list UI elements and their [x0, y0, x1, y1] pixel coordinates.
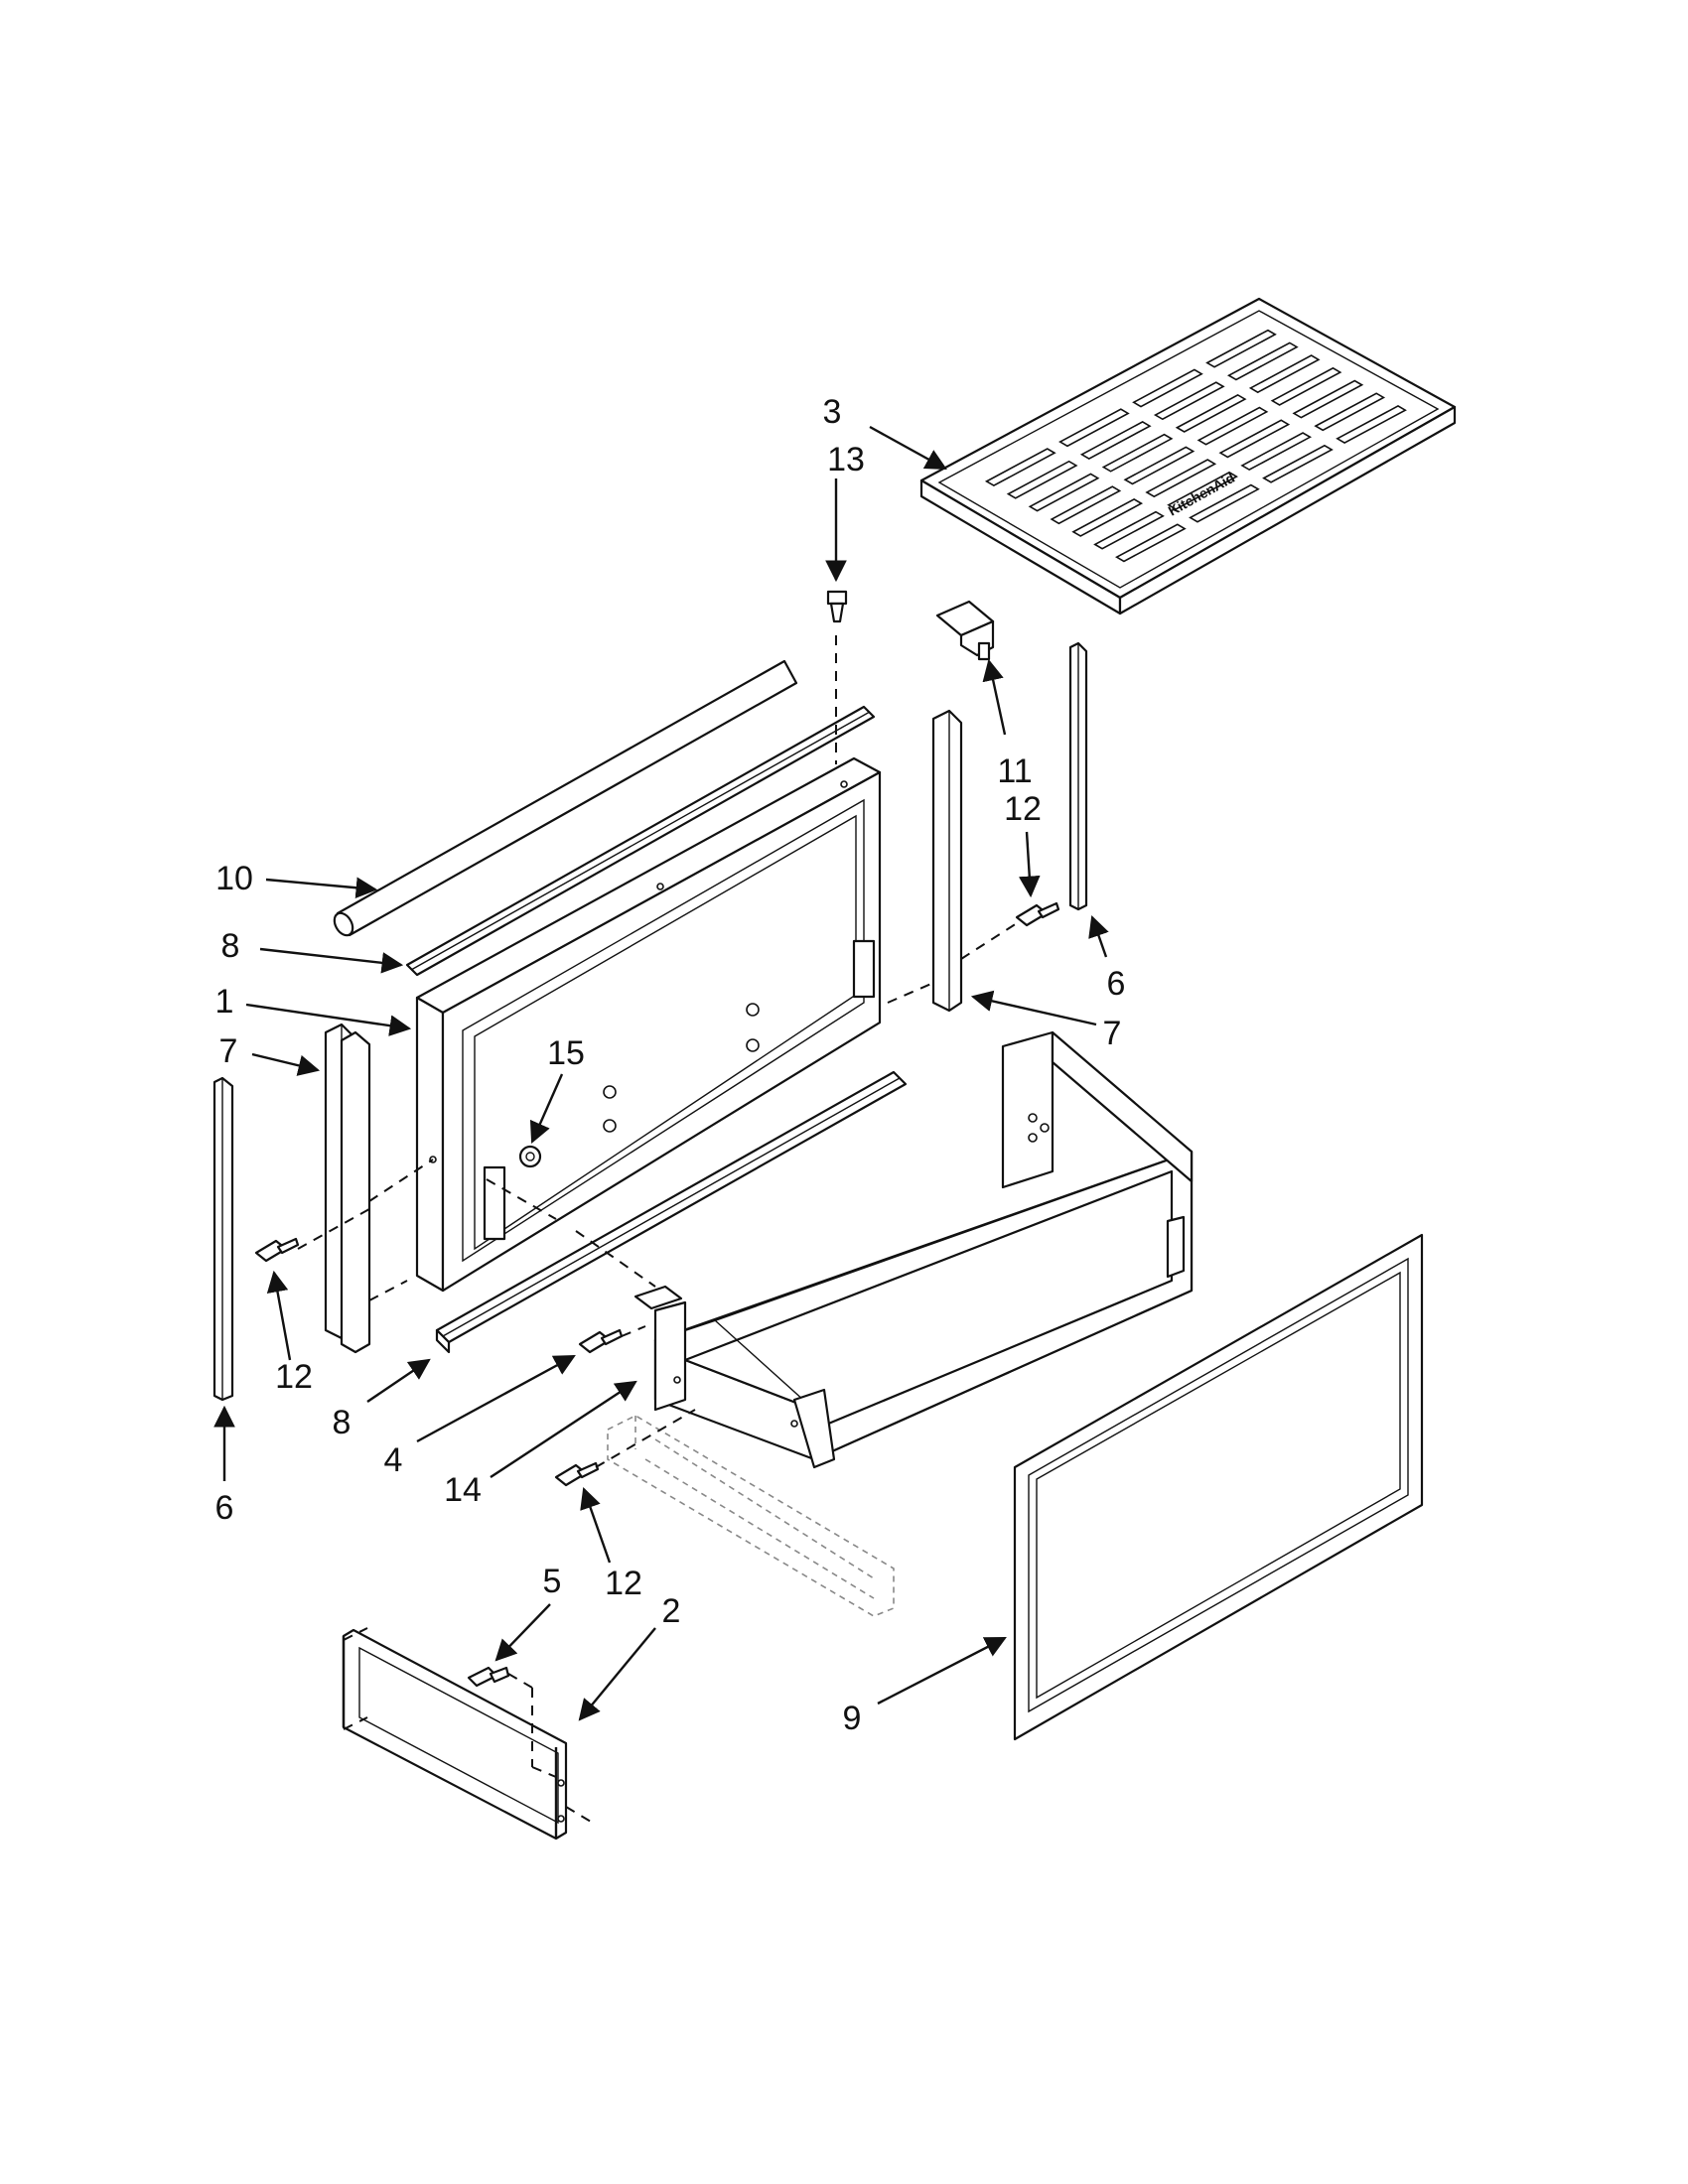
callout-5: 5 [543, 1563, 562, 1600]
rack-slots [984, 329, 1407, 563]
part-grill-rack: KitchenAid [919, 297, 1457, 615]
callout-12: 12 [1004, 790, 1042, 828]
rack-slot [1028, 473, 1100, 512]
rack-slot [1218, 419, 1291, 459]
callout-labels: 3 13 11 12 10 8 1 7 15 6 7 12 8 4 14 6 1… [215, 393, 1126, 1737]
callout-8: 8 [333, 1404, 352, 1441]
rack-slot [1262, 444, 1334, 483]
part-screw-left [254, 1237, 300, 1263]
rack-slot [1145, 459, 1217, 498]
rack-slot [1226, 341, 1299, 381]
part-drawer-basket [633, 1030, 1194, 1469]
rack-slot [1167, 471, 1238, 510]
callout-7: 7 [1103, 1015, 1122, 1052]
callout-6: 6 [215, 1489, 234, 1527]
callout-13: 13 [827, 441, 865, 478]
callout-9: 9 [843, 1700, 862, 1737]
part-screw-drawer [578, 1328, 624, 1354]
callout-12: 12 [605, 1565, 642, 1602]
callout-7: 7 [219, 1032, 238, 1070]
rack-slot [1314, 392, 1386, 432]
callout-8: 8 [221, 927, 240, 965]
rack-slot [1240, 432, 1313, 472]
rack-slot [1079, 421, 1152, 460]
part-door-gasket [1013, 1233, 1424, 1741]
callout-11: 11 [997, 752, 1032, 790]
part-screw-right [1015, 901, 1060, 927]
part-door-frame [415, 756, 882, 1293]
rack-slot [1123, 446, 1196, 485]
part-tube [333, 659, 798, 937]
rack-slot [1270, 366, 1342, 406]
rack-slot [1071, 497, 1144, 537]
part-channel-right [931, 709, 963, 1013]
part-channel-left [324, 1023, 371, 1354]
rack-slot [1058, 408, 1130, 448]
rack-slot [1115, 523, 1187, 563]
rack-slot [1050, 485, 1122, 525]
rack-slot [1205, 329, 1277, 368]
callout-2: 2 [662, 1592, 681, 1630]
callout-3: 3 [823, 393, 842, 431]
callout-10: 10 [215, 860, 253, 897]
part-screw-panel [467, 1666, 510, 1688]
rack-slot [1196, 406, 1269, 446]
callout-12: 12 [275, 1358, 313, 1396]
rack-slot [1189, 483, 1260, 523]
part-screw-bottom [554, 1461, 600, 1487]
callout-4: 4 [384, 1441, 403, 1479]
part-slide-ghost [607, 1415, 895, 1617]
callout-14: 14 [444, 1471, 482, 1509]
callout-6: 6 [1107, 965, 1126, 1003]
part-top-trim-strip [405, 705, 876, 977]
part-rail-left [212, 1076, 234, 1402]
rack-slot [1175, 393, 1247, 433]
assembly-lines [297, 635, 1018, 1826]
callout-1: 1 [215, 983, 234, 1021]
part-rail-right [1068, 641, 1088, 911]
rack-slot [1336, 405, 1407, 444]
rack-slot [1101, 433, 1174, 473]
rack-slot [1006, 460, 1078, 499]
rack-slot [1248, 354, 1321, 394]
rack-slot [984, 448, 1056, 487]
rack-slot [1093, 510, 1165, 550]
part-bracket [935, 600, 995, 661]
rack-slot [1292, 379, 1364, 419]
part-kick-panel [342, 1628, 568, 1841]
part-screw-top [826, 590, 848, 623]
callout-15: 15 [547, 1034, 585, 1072]
part-nut [518, 1145, 542, 1168]
rack-slot [1132, 368, 1203, 408]
rack-slot [1153, 381, 1225, 421]
leader-arrows [213, 425, 1109, 1721]
part-bottom-trim-strip [435, 1070, 908, 1354]
